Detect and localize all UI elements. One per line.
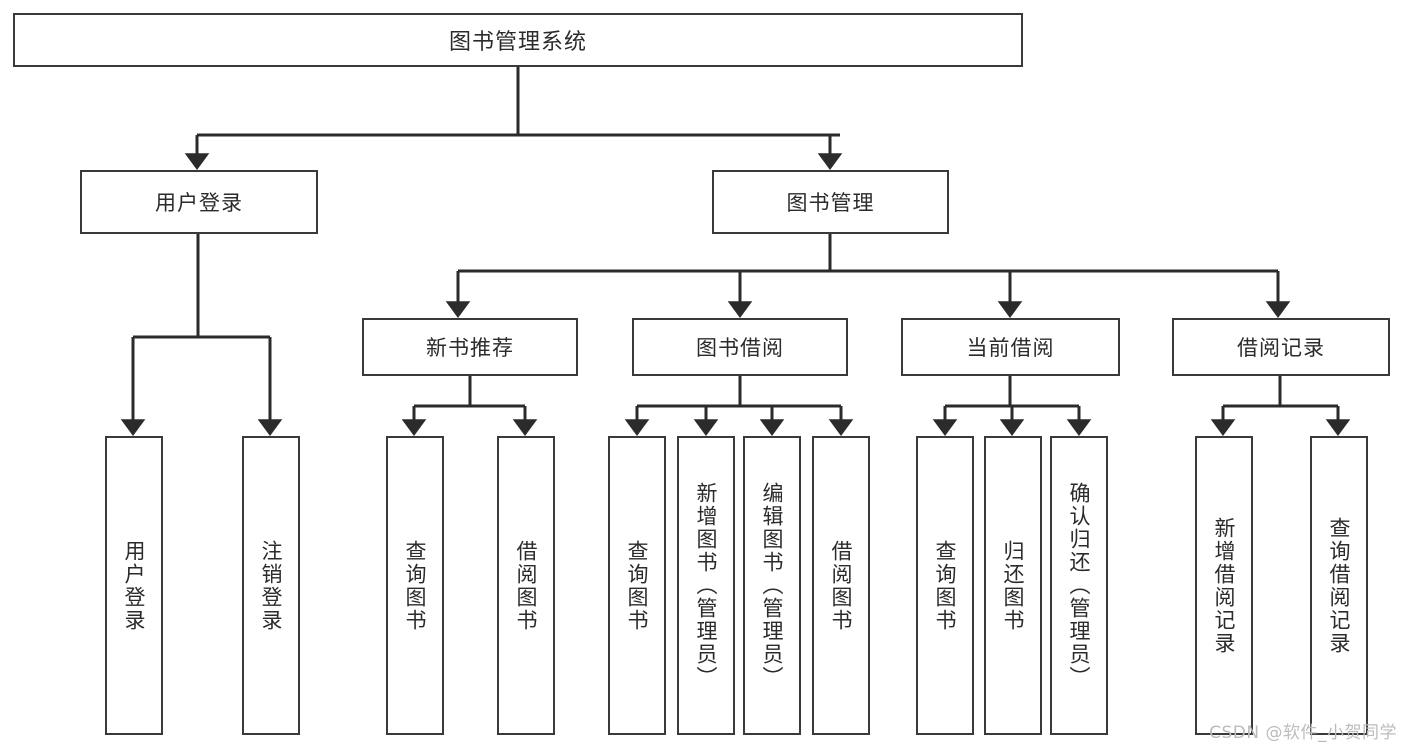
leaf-book-borrow-edit[interactable]: 编辑图书（管理员） xyxy=(743,436,801,735)
node-label: 当前借阅 xyxy=(966,336,1055,360)
leaf-new-book-query[interactable]: 查询图书 xyxy=(386,436,444,735)
node-label: 新增图书（管理员） xyxy=(694,482,719,689)
node-label: 借阅记录 xyxy=(1237,336,1325,360)
node-label: 图书管理 xyxy=(786,191,875,215)
node-label: 注销登录 xyxy=(259,539,284,632)
leaf-book-borrow-add[interactable]: 新增图书（管理员） xyxy=(677,436,735,735)
leaf-user-login-signin[interactable]: 用户登录 xyxy=(105,436,163,735)
node-label: 用户登录 xyxy=(122,539,147,632)
node-label: 借阅图书 xyxy=(514,539,539,632)
leaf-current-borrow-query[interactable]: 查询图书 xyxy=(916,436,974,735)
leaf-book-borrow-lend[interactable]: 借阅图书 xyxy=(812,436,870,735)
leaf-book-borrow-query[interactable]: 查询图书 xyxy=(608,436,666,735)
node-borrow-record[interactable]: 借阅记录 xyxy=(1172,318,1390,376)
node-current-borrow[interactable]: 当前借阅 xyxy=(901,318,1120,376)
leaf-borrow-record-query[interactable]: 查询借阅记录 xyxy=(1310,436,1368,735)
node-label: 查询借阅记录 xyxy=(1327,516,1352,655)
node-label: 借阅图书 xyxy=(829,539,854,632)
node-label: 查询图书 xyxy=(933,539,958,632)
node-label: 图书管理系统 xyxy=(448,30,587,55)
node-label: 新增借阅记录 xyxy=(1212,516,1237,655)
leaf-user-login-logout[interactable]: 注销登录 xyxy=(242,436,300,735)
node-user-login[interactable]: 用户登录 xyxy=(80,170,318,234)
node-new-book-recommend[interactable]: 新书推荐 xyxy=(362,318,578,376)
csdn-watermark: CSDN @软件_小贺同学 xyxy=(1209,723,1397,743)
node-label: 编辑图书（管理员） xyxy=(760,482,785,689)
node-label: 归还图书 xyxy=(1001,539,1026,632)
leaf-borrow-record-add[interactable]: 新增借阅记录 xyxy=(1195,436,1253,735)
node-label: 用户登录 xyxy=(155,191,243,215)
node-label: 查询图书 xyxy=(403,539,428,632)
node-label: 查询图书 xyxy=(625,539,650,632)
node-book-management[interactable]: 图书管理 xyxy=(712,170,949,234)
leaf-current-borrow-confirm-return[interactable]: 确认归还（管理员） xyxy=(1050,436,1108,735)
node-label: 确认归还（管理员） xyxy=(1067,482,1092,689)
leaf-new-book-borrow[interactable]: 借阅图书 xyxy=(497,436,555,735)
leaf-current-borrow-return[interactable]: 归还图书 xyxy=(984,436,1042,735)
node-label: 新书推荐 xyxy=(426,336,514,360)
node-root-system[interactable]: 图书管理系统 xyxy=(13,13,1023,67)
node-label: 图书借阅 xyxy=(696,336,784,360)
node-book-borrow[interactable]: 图书借阅 xyxy=(632,318,848,376)
